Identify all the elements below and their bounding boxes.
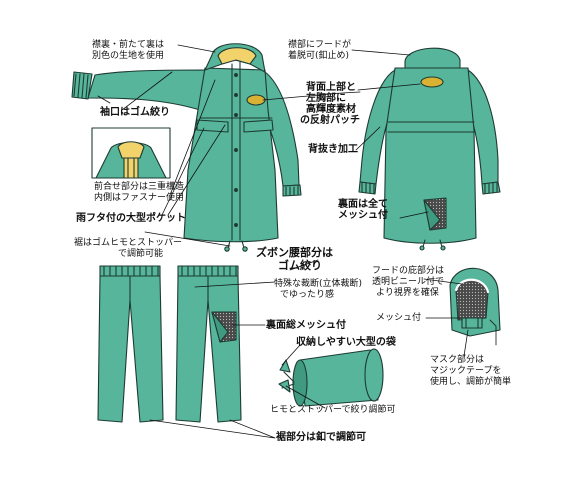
hood-vinyl-label-1: フードの庇部分は	[372, 266, 445, 276]
front-label-2: 内側はファスナー使用	[94, 193, 185, 203]
cut-label-1: 特殊な裁断(立体裁断)	[274, 279, 363, 289]
hem-label-1: 裾はゴムヒモとストッパー	[74, 238, 183, 248]
patch-label-3: 高輝度素材	[306, 104, 356, 115]
waist-label-2: ゴム絞り	[278, 259, 322, 272]
mask-label-1: マスク部分は	[430, 355, 485, 365]
waist-label-1: ズボン腰部分は	[256, 246, 333, 259]
pants-back	[175, 265, 242, 423]
pants-hem-label: 裾部分は釦で調節可	[276, 432, 366, 443]
hood-mesh-label: メッシュ付	[376, 313, 422, 323]
storage-bag	[278, 348, 384, 407]
collar-label-1: 襟裏・前たて裏は	[92, 40, 165, 50]
hood-vinyl-label-2: 透明ビニール付で	[372, 277, 445, 287]
cut-label-2: でゆったり感	[280, 290, 335, 300]
front-label-1: 前合せ部分は三重構造	[94, 182, 185, 192]
vent-label: 背抜き加工	[308, 144, 358, 155]
hood-label-2: 着脱可(釦止め)	[288, 51, 350, 61]
mask-label-3: 使用し、調節が簡単	[430, 377, 512, 387]
cuff-label: 袖口はゴム絞り	[100, 107, 170, 118]
patch-label-4: の反射パッチ	[300, 115, 360, 126]
collar-inset	[91, 127, 171, 179]
front-jacket	[71, 43, 302, 252]
bag-label: 収納しやすい大型の袋	[296, 337, 396, 348]
hood-detail	[449, 267, 501, 337]
pocket-label: 雨フタ付の大型ポケット	[76, 213, 186, 224]
bag-cord-label: ヒモとストッパーで絞り調節可	[270, 405, 396, 415]
lining-label-1: 裏面は全て	[338, 199, 388, 210]
back-jacket	[358, 47, 501, 251]
pants-front	[97, 265, 164, 423]
mask-label-2: マジックテープを	[430, 366, 502, 376]
hem-label-2: で調節可能	[118, 249, 164, 259]
leader-lines	[97, 44, 497, 439]
hood-label-1: 襟部にフードが	[288, 40, 352, 50]
hood-vinyl-label-3: より視界を確保	[376, 288, 439, 298]
lining-label-2: メッシュ付	[338, 210, 388, 221]
patch-label-2: 左胸部に	[306, 93, 346, 104]
pants-mesh-label: 裏面総メッシュ付	[266, 320, 346, 331]
collar-label-2: 別色の生地を使用	[92, 51, 165, 61]
patch-label-1: 背面上部と	[306, 82, 356, 93]
